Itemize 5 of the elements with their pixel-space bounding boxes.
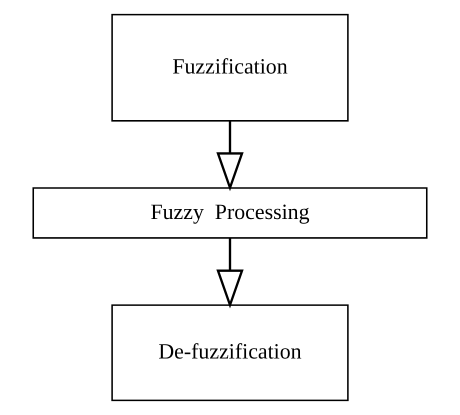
arrow [216,121,244,192]
node-box: Fuzzification [111,14,349,122]
node-box: De-fuzzification [111,304,349,402]
node-box: Fuzzy Processing [32,187,428,239]
arrow [216,238,244,309]
